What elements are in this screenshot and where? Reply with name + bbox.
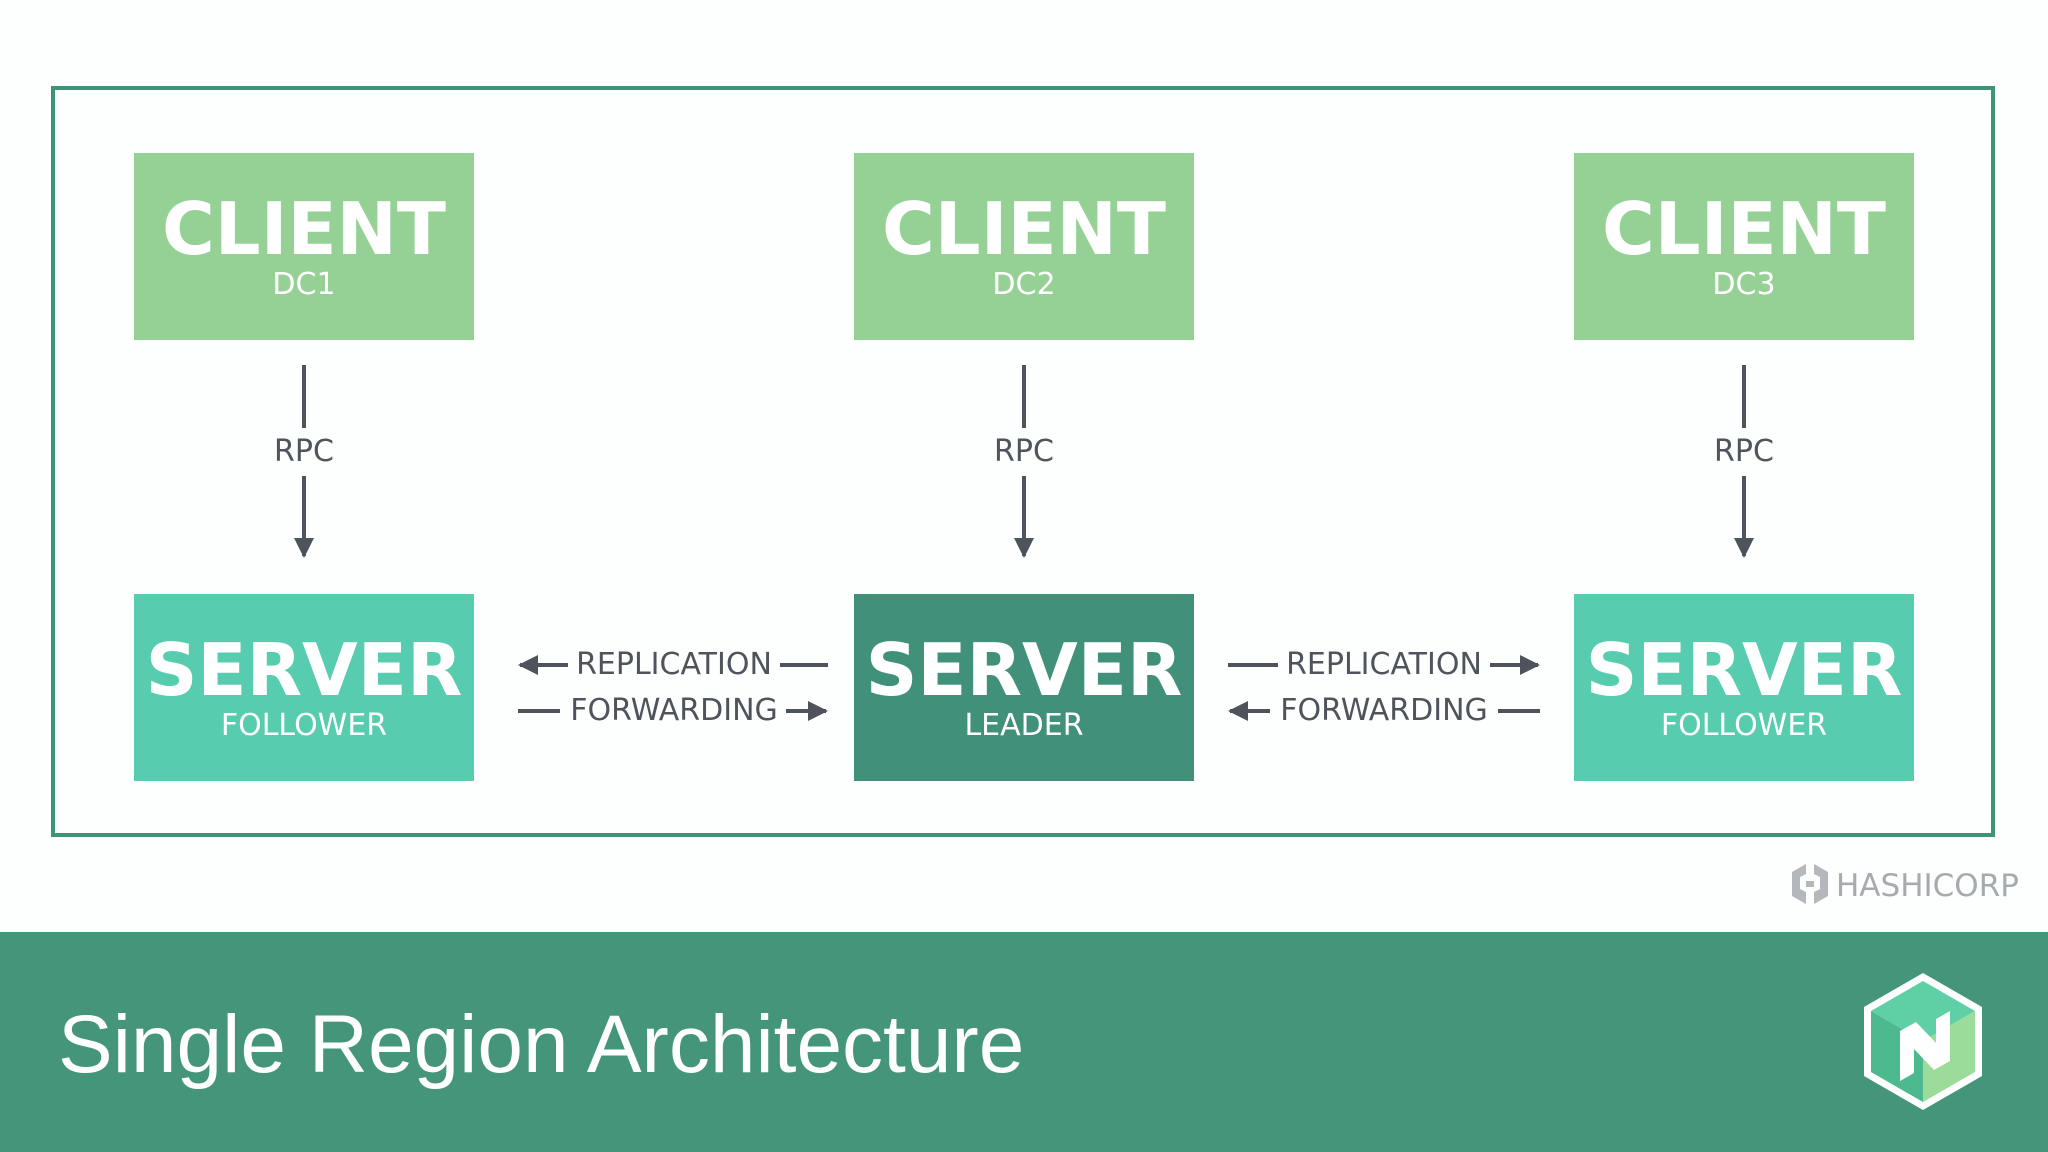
hashicorp-brand: HASHICORP [1790,862,2019,910]
nomad-logo-icon [1858,969,1988,1119]
server-role: FOLLOWER [220,707,388,743]
footer-banner: Single Region Architecture [0,932,2048,1152]
forwarding-label-right: FORWARDING [1280,693,1488,728]
client-datacenter: DC2 [992,266,1056,302]
company-name: HASHICORP [1836,868,2019,904]
slide-title: Single Region Architecture [58,999,1025,1090]
client-datacenter: DC3 [1712,266,1776,302]
client-node-dc1: CLIENT DC1 [134,153,474,340]
server-role: FOLLOWER [1660,707,1828,743]
client-title: CLIENT [161,186,447,271]
rpc-label-2: RPC [994,434,1054,469]
server-node-leader: SERVER LEADER [854,594,1194,781]
client-datacenter: DC1 [272,266,336,302]
client-title: CLIENT [1601,186,1887,271]
server-title: SERVER [145,627,463,712]
rpc-label-1: RPC [274,434,334,469]
server-title: SERVER [1585,627,1903,712]
replication-label-left: REPLICATION [576,647,772,682]
server-node-follower-left: SERVER FOLLOWER [134,594,474,781]
replication-label-right: REPLICATION [1286,647,1482,682]
server-node-follower-right: SERVER FOLLOWER [1574,594,1914,781]
forwarding-label-left: FORWARDING [570,693,778,728]
server-role: LEADER [964,707,1084,743]
hashicorp-logo-icon [1790,862,1830,911]
rpc-label-3: RPC [1714,434,1774,469]
client-node-dc3: CLIENT DC3 [1574,153,1914,340]
client-title: CLIENT [881,186,1167,271]
client-node-dc2: CLIENT DC2 [854,153,1194,340]
server-title: SERVER [865,627,1183,712]
